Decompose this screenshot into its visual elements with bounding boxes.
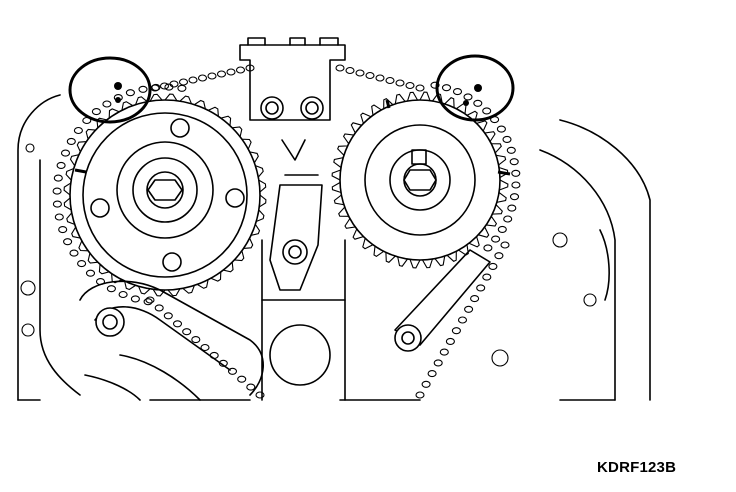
intake-cam-sprocket — [69, 99, 261, 291]
right-chain-guide — [394, 249, 491, 352]
timing-chain — [52, 64, 521, 399]
chain-tensioner-arm — [269, 174, 323, 291]
intake-sprocket-teeth — [63, 93, 267, 297]
upper-chain-guide — [239, 37, 346, 161]
figure-code-label: KDRF123B — [597, 459, 677, 476]
exhaust-timing-mark-circle — [435, 54, 515, 122]
lower-housing — [79, 239, 346, 401]
intake-timing-mark-circle — [68, 56, 152, 124]
engine-cover-outline — [17, 94, 651, 401]
